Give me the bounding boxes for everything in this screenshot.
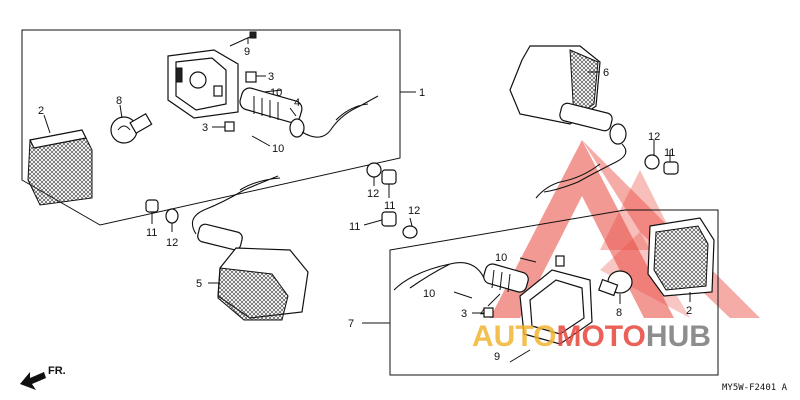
lens-right (647, 217, 715, 297)
callout-11-left: 11 (146, 227, 157, 239)
nut-11-left (145, 199, 159, 213)
front-direction-arrow (20, 372, 46, 390)
callout-7: 7 (348, 318, 354, 330)
wire-front (301, 95, 379, 138)
callout-11-right: 11 (664, 147, 675, 159)
nut-3 (245, 71, 257, 83)
nut-11-mid (381, 169, 397, 185)
wire-right-lower (393, 262, 485, 291)
callout-8: 8 (116, 95, 122, 107)
callout-10-lower: 10 (272, 143, 284, 155)
nut-3-lower (224, 121, 235, 132)
callout-1: 1 (419, 87, 425, 99)
group-frame-rear (389, 209, 719, 376)
turn-signal-left (197, 223, 309, 321)
washer-12-right (644, 154, 660, 170)
callout-9: 9 (244, 46, 250, 58)
callout-9-rear: 9 (494, 351, 500, 363)
washer-12-mid (366, 162, 382, 178)
washer-12-mid-lower (402, 225, 418, 239)
watermark-auto: AUTO (472, 320, 556, 353)
callout-12-mid: 12 (367, 188, 379, 200)
callout-6: 6 (603, 67, 609, 79)
screw-10 (263, 89, 283, 93)
stem-4-front (239, 87, 305, 138)
callout-2-rear: 2 (686, 305, 692, 317)
screw-10-rear-top (519, 257, 537, 263)
watermark-hub: HUB (646, 320, 711, 353)
watermark-moto: MOTO (556, 320, 645, 353)
callout-10-rear: 10 (423, 288, 435, 300)
watermark-text: AUTOMOTOHUB (472, 320, 711, 353)
group-frame-front (21, 29, 401, 226)
front-label: FR. (48, 365, 66, 377)
callout-11-mid-lower: 11 (349, 221, 360, 233)
washer-12-left (165, 208, 179, 224)
bulb-right (598, 270, 633, 297)
turn-signal-housing-rear (519, 269, 593, 345)
stem-4-rear (483, 263, 529, 293)
diagram-code: MY5W-F2401 A (722, 383, 788, 393)
screw-10-lower (251, 135, 271, 147)
wire-left (191, 175, 281, 235)
callout-12-right: 12 (648, 131, 660, 143)
turn-signal-right-upper (509, 45, 627, 145)
nut-3-rear-top (555, 255, 565, 267)
callout-3-lower: 3 (202, 122, 208, 134)
callout-8-rear: 8 (616, 307, 622, 319)
callout-11-mid: 11 (384, 200, 395, 212)
wire-right-upper (535, 143, 627, 199)
callout-2: 2 (38, 105, 44, 117)
callout-4: 4 (294, 97, 300, 109)
callout-5: 5 (196, 278, 202, 290)
callout-3: 3 (268, 71, 274, 83)
callout-10-rear-top: 10 (495, 252, 507, 264)
callout-12-mid-lower: 12 (408, 205, 420, 217)
screw-9-rear (509, 349, 531, 363)
bulb-left (110, 112, 153, 144)
nut-3-rear (483, 307, 494, 318)
turn-signal-housing-front (167, 49, 239, 119)
nut-11-mid-lower (381, 211, 397, 227)
screw-9 (229, 31, 257, 47)
callout-12-left: 12 (166, 237, 178, 249)
lens-left (27, 129, 93, 206)
callout-3-rear: 3 (461, 308, 467, 320)
screw-10-rear (453, 291, 473, 299)
nut-11-right (663, 161, 679, 175)
